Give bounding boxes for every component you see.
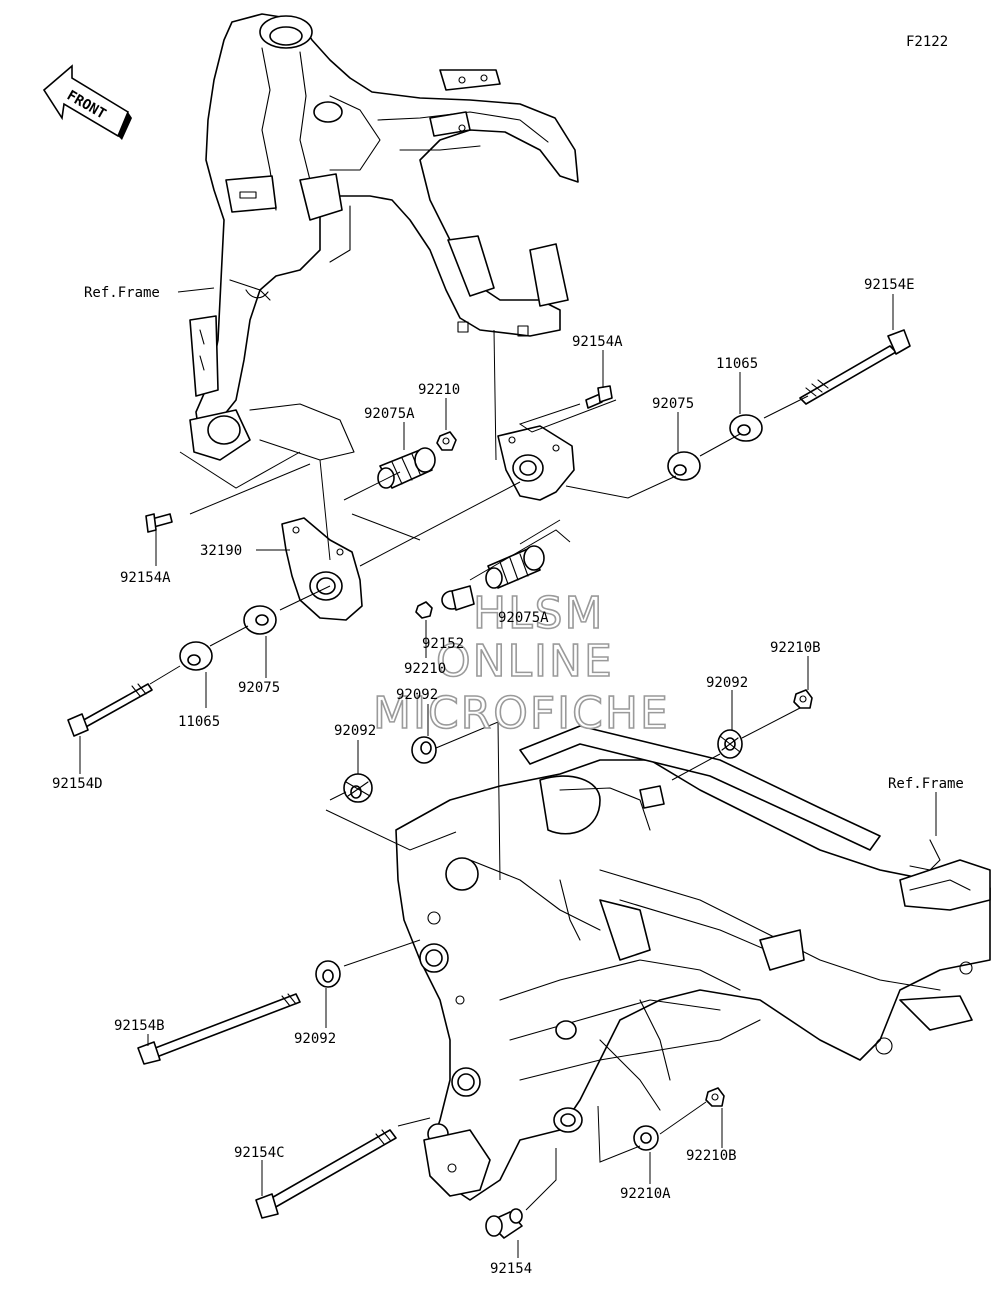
part-label-32190: 32190: [200, 543, 242, 559]
ref-frame-right-label: Ref.Frame: [888, 776, 964, 792]
engine-bracket-right: [497, 425, 575, 501]
front-arrow-icon: FRONT: [42, 64, 132, 140]
part-label-11065-top: 11065: [716, 356, 758, 372]
part-label-92154e: 92154E: [864, 277, 915, 293]
part-label-92210b-bottom: 92210B: [686, 1148, 737, 1164]
upper-frame-drawing: [189, 13, 579, 461]
part-label-92092-lower: 92092: [294, 1031, 336, 1047]
part-label-92154d: 92154D: [52, 776, 103, 792]
engine-bracket-32190: [281, 517, 363, 621]
part-label-92152: 92152: [422, 636, 464, 652]
upper-hardware: [67, 329, 911, 737]
watermark-line-3: MICROFICHE: [373, 688, 670, 739]
part-label-92075a-top: 92075A: [364, 406, 415, 422]
part-label-92092-center: 92092: [396, 687, 438, 703]
watermark-line-2: ONLINE: [436, 636, 614, 687]
part-label-11065-left: 11065: [178, 714, 220, 730]
watermark-line-1: HLSM: [473, 588, 605, 639]
part-label-92075-top: 92075: [652, 396, 694, 412]
part-label-92092-left: 92092: [334, 723, 376, 739]
part-labels: F2122 Ref.Frame 92154E 92154A 11065 9207…: [52, 34, 964, 1277]
leader-lines: [79, 287, 937, 1258]
part-label-92092-right: 92092: [706, 675, 748, 691]
part-label-92210b-top: 92210B: [770, 640, 821, 656]
lower-hardware: [137, 689, 813, 1239]
part-label-92154c: 92154C: [234, 1145, 285, 1161]
part-label-92210-mid: 92210: [404, 661, 446, 677]
part-label-92154b: 92154B: [114, 1018, 165, 1034]
part-label-92210-top: 92210: [418, 382, 460, 398]
watermark: HLSM ONLINE MICROFICHE: [372, 587, 670, 740]
figure-code: F2122: [906, 34, 948, 50]
part-label-92154a-top: 92154A: [572, 334, 623, 350]
part-label-92075a-mid: 92075A: [498, 610, 549, 626]
part-label-92075-left: 92075: [238, 680, 280, 696]
part-label-92210a: 92210A: [620, 1186, 671, 1202]
part-label-92154a-left: 92154A: [120, 570, 171, 586]
part-label-92154: 92154: [490, 1261, 532, 1277]
ref-frame-top-label: Ref.Frame: [84, 285, 160, 301]
lower-frame-drawing: [395, 725, 991, 1201]
